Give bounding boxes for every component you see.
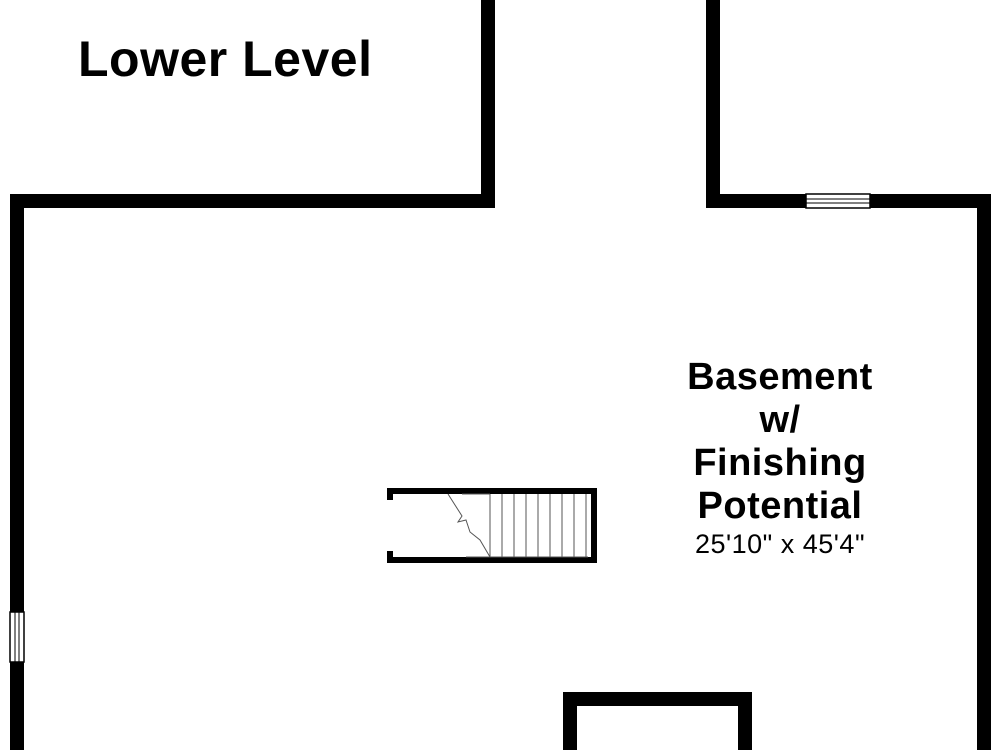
room-name-line: w/ [759,399,801,441]
window-top-right [805,193,871,209]
room-dimensions: 25'10" x 45'4" [694,529,866,559]
room-name-line: Basement [687,356,873,398]
exterior-wall-left-upper [10,0,495,750]
window-left [9,611,25,663]
level-title: Lower Level [78,31,373,87]
room-name-line: Finishing [693,442,867,484]
staircase [387,488,597,563]
interior-wall-bottom [563,692,752,750]
room-label-basement: Basement w/ Finishing Potential 25'10" x… [640,356,920,560]
room-name-line: Potential [697,485,863,527]
